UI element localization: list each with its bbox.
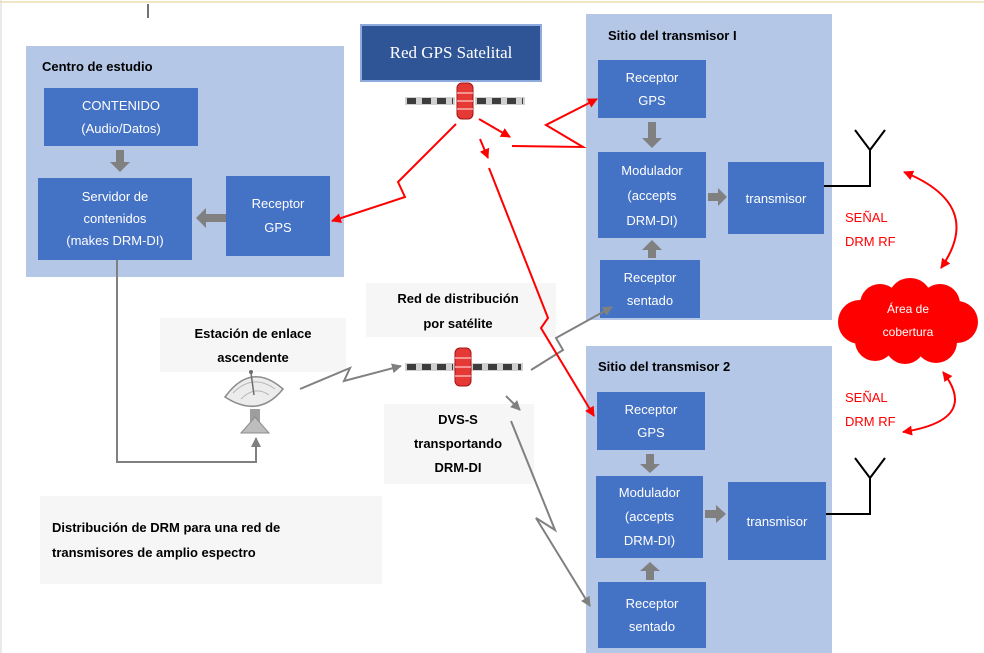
server-to-uplink-line [116,260,261,463]
uplink-to-satellite-link [299,363,402,390]
coverage-line2: cobertura [882,325,934,339]
site1-gps-to-mod-arrow [642,122,662,148]
site1-satrx-line2: sentado [626,293,674,308]
satellite-to-site1-link [530,306,613,371]
site2-gps-line2: GPS [637,425,665,440]
gps-to-studio-link [331,123,457,223]
site2-gps-line1: Receptor [624,402,678,417]
content-server-box: Servidor de contenidos (makes DRM-DI) [38,178,192,260]
gps-network-label: Red GPS Satelital [389,43,513,62]
site1-mod-to-tx-arrow [708,188,727,206]
content-line1: CONTENIDO [82,98,160,113]
site1-mod-line1: Modulador [621,162,683,178]
site2-satellite-receiver-box: Receptor sentado [598,582,706,648]
studio-gps-line1: Receptor [251,196,305,211]
caption-line1: Distribución de DRM para una red de [52,520,281,535]
site1-transmitter-label: transmisor [745,190,807,206]
gps-to-site2-link [488,167,595,417]
caption-background [40,496,382,584]
gps-short-arrow-down [479,138,490,159]
site1-rf-signal-arrow [903,170,958,269]
satellite-downlink-short-arrow [505,395,521,411]
diagram-caption: Distribución de DRM para una red de tran… [52,515,280,565]
uplink-line2: ascendente [217,350,289,365]
satellite-distribution-label: Red de distribución por satélite [358,286,558,336]
content-line2: (Audio/Datos) [81,121,161,136]
uplink-station-label: Estación de enlace ascendente [160,322,346,370]
site2-transmitter-label: transmisor [746,513,808,529]
coverage-line1: Área de [886,302,930,316]
site1-satrx-to-mod-arrow [642,240,662,258]
content-to-server-arrow [110,150,130,172]
site1-antenna-icon [824,129,886,187]
server-line1: Servidor de [81,189,149,204]
site2-modulator-box: Modulador (accepts DRM-DI) [596,476,703,558]
site2-signal-label: SEÑAL DRM RF [845,386,896,434]
dvbs-label-background [384,404,534,484]
studio-title: Centro de estudio [42,59,153,74]
site2-transmitter-box: transmisor [728,482,826,560]
dvbs-label: DVS-S transportando DRM-DI [388,408,528,480]
site2-title: Sitio del transmisor 2 [598,359,731,374]
site2-gps-to-mod-arrow [640,454,660,473]
server-line2: contenidos [83,211,147,226]
distribution-line1: Red de distribución [397,291,519,306]
coverage-cloud-shape [838,278,978,364]
studio-gps-receiver-box: Receptor GPS [226,176,330,256]
site1-gps-line2: GPS [638,93,666,108]
gps-short-arrow-right [478,118,511,138]
site2-satrx-line2: sentado [628,619,676,634]
site1-satellite-receiver-box: Receptor sentado [600,260,700,318]
site1-gps-line1: Receptor [625,70,679,85]
satellite-dish-icon [223,370,285,434]
site2-signal-line2: DRM RF [845,414,896,429]
site1-title: Sitio del transmisor I [608,28,737,43]
dvbs-line3: DRM-DI [434,460,482,475]
uplink-label-background [160,318,346,372]
site1-signal-line2: DRM RF [845,234,896,249]
coverage-area-label: Área de cobertura [848,298,968,344]
gps-to-server-arrow [196,208,226,228]
uplink-line1: Estación de enlace [194,326,312,341]
distribution-satellite-icon [405,347,523,387]
site1-signal-line1: SEÑAL [845,210,888,225]
site2-mod-line1: Modulador [618,485,681,500]
distribution-line2: por satélite [423,316,493,331]
site1-signal-label: SEÑAL DRM RF [845,206,896,254]
gps-to-site1-link [511,98,598,149]
site1-satrx-line1: Receptor [623,270,677,285]
site1-modulator-box: Modulador (accepts DRM-DI) [598,152,706,238]
site1-gps-receiver-box: Receptor GPS [598,60,706,118]
content-box: CONTENIDO (Audio/Datos) [44,88,198,146]
site2-mod-line3: DRM-DI) [623,533,676,548]
dvbs-line1: DVS-S [438,412,478,427]
site2-gps-receiver-box: Receptor GPS [597,392,705,450]
satellite-to-site2-link [510,420,591,607]
studio-gps-line2: GPS [264,220,292,235]
site2-satrx-line1: Receptor [625,596,679,611]
server-line3: (makes DRM-DI) [66,233,164,248]
dvbs-line2: transportando [413,436,503,451]
site2-mod-to-tx-arrow [705,505,726,523]
site2-antenna-icon [826,457,886,515]
gps-satellite-icon [405,82,525,120]
distribution-label-background [366,283,556,337]
site1-mod-line3: DRM-DI) [626,212,678,228]
site2-satrx-to-mod-arrow [640,562,660,580]
site2-signal-line1: SEÑAL [845,390,888,405]
site1-transmitter-box: transmisor [728,162,824,234]
site2-mod-line2: (accepts [624,509,675,524]
site2-rf-signal-arrow [902,371,956,436]
caption-line2: transmisores de amplio espectro [52,545,256,560]
gps-network-box: Red GPS Satelital [360,24,542,82]
site1-mod-line2: (accepts [627,187,677,203]
